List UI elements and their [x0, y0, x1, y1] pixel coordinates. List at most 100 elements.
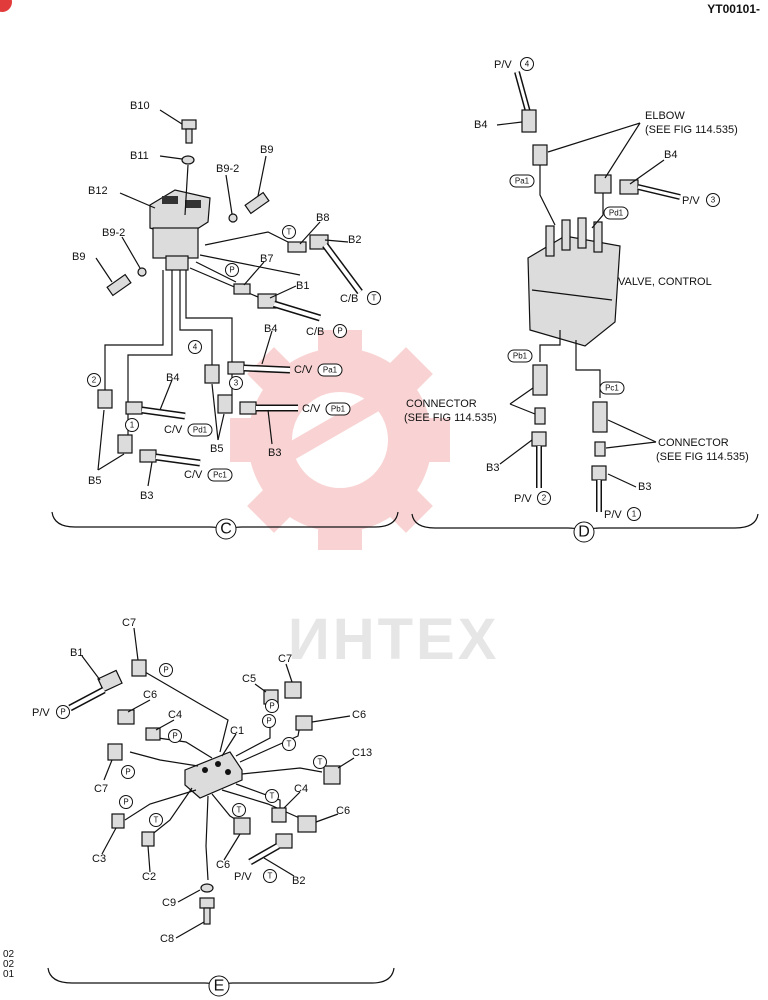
hose-b4-right: [619, 179, 639, 195]
section-e: C7 B1 C6 C4 C7 C5 C7 C1 C6 C13 C4 C6 C3 …: [32, 617, 395, 997]
label-c5: C5: [242, 673, 256, 685]
label-c4-right: C4: [294, 783, 308, 795]
revision-note: 02: [3, 959, 15, 970]
label-b3-right: B3: [638, 481, 651, 493]
label-b9-upper: B9: [260, 144, 273, 156]
marker-p-c7-right: P: [269, 702, 274, 711]
label-c4-left: C4: [168, 709, 182, 721]
marker-pv-1: 1: [632, 510, 637, 519]
label-cb-p: C/B: [306, 326, 324, 338]
label-c6-bottom: C6: [216, 859, 230, 871]
marker-t-c6-right: T: [287, 740, 292, 749]
label-pv-t: P/V: [234, 871, 252, 883]
label-b4-left: B4: [166, 372, 179, 384]
fitting-c7-right: [284, 681, 302, 699]
hose-b2: [275, 833, 293, 849]
label-cv-pc1: C/V: [184, 469, 203, 481]
marker-pb1: Pb1: [513, 352, 528, 361]
section-e-label: E: [214, 978, 225, 995]
label-b4-right: B4: [664, 149, 677, 161]
label-c7-left: C7: [94, 783, 108, 795]
marker-cb-t: T: [372, 294, 377, 303]
marker-pd1: Pd1: [193, 426, 208, 435]
marker-cb-p: P: [337, 327, 342, 336]
marker-pc1: Pc1: [213, 471, 227, 480]
marker-t-c6-bottom: T: [237, 806, 242, 815]
marker-pc1: Pc1: [605, 384, 619, 393]
connector-pc1: [592, 401, 608, 433]
note-connector-left-ref: (SEE FIG 114.535): [404, 412, 497, 424]
bolt-b10-shank: [185, 128, 193, 144]
label-pv-1: P/V: [604, 509, 622, 521]
fitting-b9-lower: [106, 273, 132, 297]
hose-b2-fitting: [309, 234, 329, 250]
elbow-b5-1: [117, 434, 133, 454]
marker-port-3: 3: [234, 379, 239, 388]
label-c8: C8: [160, 933, 174, 945]
oring-b9-2-lower: [137, 267, 147, 277]
label-pv-3: P/V: [682, 195, 700, 207]
fitting-c2: [141, 831, 155, 847]
marker-t-c2: T: [154, 816, 159, 825]
adapter-b7: [233, 283, 251, 295]
fitting-c6-right: [295, 715, 313, 731]
label-c6-right: C6: [352, 709, 366, 721]
section-d-label: D: [578, 524, 590, 541]
elbow-b5-2: [97, 389, 113, 409]
fitting-c4-right: [271, 807, 287, 823]
label-c7-right: C7: [278, 653, 292, 665]
marker-t-b8: T: [287, 228, 292, 237]
label-b4-upper: B4: [474, 119, 487, 131]
label-cv-pb1: C/V: [302, 403, 321, 415]
revision-note: 02: [3, 949, 15, 960]
hose-b3-left: [531, 431, 547, 447]
pilot-valve-b12: [149, 189, 211, 271]
label-b9-2-lower: B9-2: [102, 227, 125, 239]
label-c2: C2: [142, 871, 156, 883]
label-c3: C3: [92, 853, 106, 865]
marker-p-c7-top: P: [163, 666, 168, 675]
label-pv-2: P/V: [514, 493, 532, 505]
fitting-c13: [323, 765, 341, 785]
label-b2: B2: [292, 875, 305, 887]
document-code: YT00101-: [707, 2, 760, 16]
label-b3-left: B3: [486, 462, 499, 474]
marker-p-c3: P: [123, 798, 128, 807]
label-b5-right: B5: [210, 443, 223, 455]
label-b9-lower: B9: [72, 251, 85, 263]
note-connector-right-title: CONNECTOR: [658, 437, 729, 449]
label-b2: B2: [348, 234, 361, 246]
revision-notes: 02 02 01: [3, 950, 14, 980]
connector-pb1: [532, 364, 548, 396]
watermark-gear-icon: [230, 330, 450, 550]
elbow-left: [532, 144, 548, 166]
marker-p-c4-left: P: [172, 732, 177, 741]
control-valve: [527, 217, 621, 347]
label-pv-p: P/V: [32, 707, 50, 719]
label-cv-pd1: C/V: [164, 424, 183, 436]
bolt-c8-head: [199, 897, 215, 909]
note-elbow-title: ELBOW: [645, 110, 685, 122]
label-b12: B12: [88, 185, 108, 197]
marker-pv-p: P: [60, 708, 65, 717]
hose-b1: [97, 669, 123, 693]
marker-pa1: Pa1: [515, 177, 530, 186]
label-cv-pa1: C/V: [294, 364, 313, 376]
marker-p-c7-left: P: [125, 768, 130, 777]
washer-b11: [181, 155, 195, 165]
label-b4-right: B4: [264, 323, 277, 335]
label-c9: C9: [162, 897, 176, 909]
marker-t-c13: T: [318, 758, 323, 767]
label-b11: B11: [130, 150, 149, 162]
label-c1: C1: [230, 725, 244, 737]
note-elbow-ref: (SEE FIG 114.535): [645, 124, 738, 136]
elbow-b5-4: [204, 364, 220, 384]
label-pv-4: P/V: [494, 59, 512, 71]
label-b7: B7: [260, 253, 273, 265]
marker-pv-3: 3: [711, 196, 716, 205]
label-b10: B10: [130, 100, 150, 112]
elbow-b5-3: [217, 394, 233, 414]
elbow-right: [594, 174, 612, 194]
